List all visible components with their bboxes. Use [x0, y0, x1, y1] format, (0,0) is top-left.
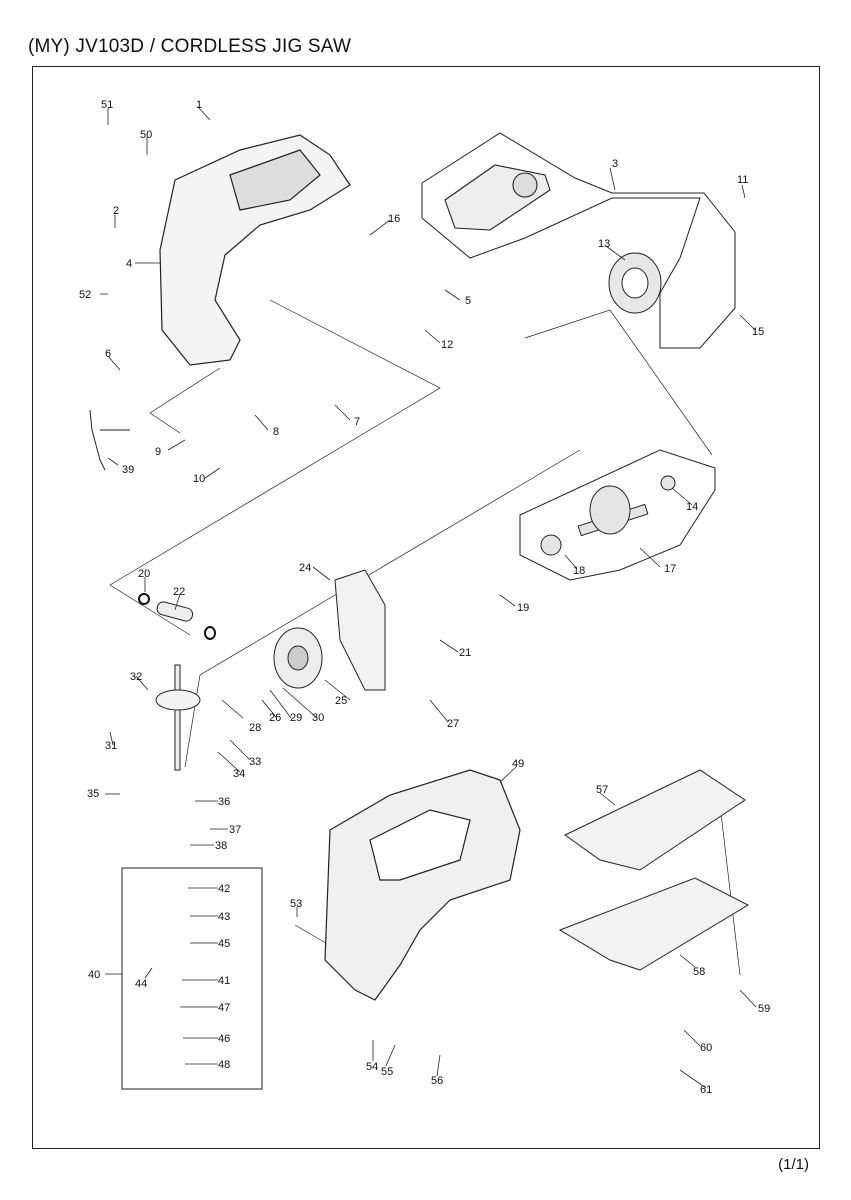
armature-part	[540, 475, 676, 556]
part-label: 13	[598, 238, 610, 250]
part-label: 61	[700, 1084, 712, 1096]
part-label: 60	[700, 1042, 712, 1054]
stator-part	[608, 252, 662, 314]
part-label: 26	[269, 712, 281, 724]
part-label: 32	[130, 671, 142, 683]
part-label: 5	[465, 295, 471, 307]
part-label: 56	[431, 1075, 443, 1087]
housing-part	[159, 134, 351, 366]
plunger-part	[174, 664, 181, 771]
part-label: 40	[88, 969, 100, 981]
part-label: 19	[517, 602, 529, 614]
part-label: 20	[138, 568, 150, 580]
part-labels: 1 2 3 4 5 6 7 8 9 10 11 12 13 14 15 16 1…	[79, 99, 770, 1096]
part-label: 4	[126, 258, 132, 270]
part-label: 52	[79, 289, 91, 301]
part-label: 10	[193, 473, 205, 485]
part-label: 16	[388, 213, 400, 225]
page-title: (MY) JV103D / CORDLESS JIG SAW	[28, 36, 352, 57]
part-label: 49	[512, 758, 524, 770]
part-label: 37	[229, 824, 241, 836]
diagram-frame	[32, 66, 820, 1149]
construction-line	[719, 804, 741, 976]
part-label: 50	[140, 129, 152, 141]
part-label: 15	[752, 326, 764, 338]
base-part	[558, 769, 750, 971]
part-label: 33	[249, 756, 261, 768]
part-label: 39	[122, 464, 134, 476]
part-label: 57	[596, 784, 608, 796]
part-label: 9	[155, 446, 161, 458]
construction-line	[184, 449, 581, 768]
part-label: 14	[686, 501, 698, 513]
gear-part	[273, 627, 323, 689]
part-label: 12	[441, 339, 453, 351]
part-label: 31	[105, 740, 117, 752]
part-label: 1	[196, 99, 202, 111]
part-label: 47	[218, 1002, 230, 1014]
part-label: 22	[173, 586, 185, 598]
part-label: 43	[218, 911, 230, 923]
plunger-yoke-part	[155, 689, 201, 711]
part-label: 25	[335, 695, 347, 707]
part-label: 51	[101, 99, 113, 111]
part-label: 38	[215, 840, 227, 852]
part-label: 24	[299, 562, 311, 574]
assembly-group-outline	[121, 867, 263, 1090]
part-label: 35	[87, 788, 99, 800]
construction-line	[524, 309, 713, 456]
part-label: 29	[290, 712, 302, 724]
part-label: 34	[233, 768, 245, 780]
part-label: 58	[693, 966, 705, 978]
part-label: 8	[273, 426, 279, 438]
part-label: 48	[218, 1059, 230, 1071]
slider-part	[156, 601, 194, 622]
part-label: 21	[459, 647, 471, 659]
part-label: 30	[312, 712, 324, 724]
part-label: 41	[218, 975, 230, 987]
part-label: 18	[573, 565, 585, 577]
part-label: 44	[135, 978, 147, 990]
part-label: 11	[737, 174, 748, 186]
page-indicator: (1/1)	[778, 1156, 809, 1173]
balance-plate-part	[334, 569, 386, 691]
part-label: 36	[218, 796, 230, 808]
o-ring-part	[138, 593, 150, 605]
part-label: 54	[366, 1061, 378, 1073]
part-label: 6	[105, 348, 111, 360]
o-ring-part	[204, 626, 216, 640]
construction-line	[109, 299, 441, 636]
part-label: 59	[758, 1003, 770, 1015]
part-label: 17	[664, 563, 676, 575]
part-label: 42	[218, 883, 230, 895]
tool-body-part	[324, 769, 521, 1001]
part-label: 55	[381, 1066, 393, 1078]
part-label: 46	[218, 1033, 230, 1045]
part-label: 3	[612, 158, 618, 170]
part-label: 28	[249, 722, 261, 734]
part-label: 53	[290, 898, 302, 910]
part-label: 45	[218, 938, 230, 950]
wire-part	[89, 409, 130, 471]
construction-line	[149, 367, 221, 434]
assembly-group-outline	[421, 132, 736, 349]
part-label: 27	[447, 718, 459, 730]
assembly-group-outline	[519, 449, 716, 581]
part-label: 2	[113, 205, 119, 217]
part-label: 7	[354, 416, 360, 428]
controller-part	[444, 164, 551, 231]
